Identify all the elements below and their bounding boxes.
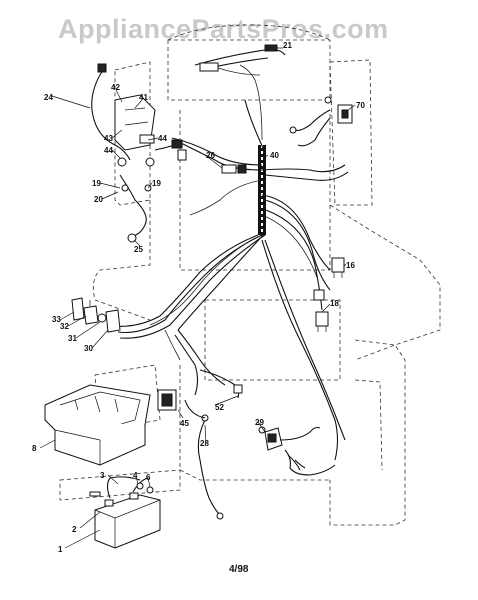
callout-44-left: 44	[104, 146, 113, 155]
callout-19-right: 19	[152, 179, 161, 188]
callout-31: 31	[68, 334, 77, 343]
switch-70	[289, 96, 353, 147]
callout-52: 52	[215, 403, 224, 412]
battery-tray	[44, 384, 151, 466]
left-switch-assembly	[91, 63, 183, 243]
chassis-outline	[59, 24, 441, 526]
switch-18	[313, 289, 329, 332]
callout-41: 41	[139, 93, 148, 102]
callout-4: 4	[133, 471, 138, 480]
connector-21	[194, 44, 286, 76]
watermark: AppliancePartsPros.com	[58, 14, 389, 44]
switch-16	[331, 257, 345, 278]
callout-2: 2	[72, 525, 77, 534]
callout-19-left: 19	[92, 179, 101, 188]
cable-28	[184, 399, 224, 520]
callout-labels: 24 42 41 43 44 44 19 19 20 25 21 70 26 4…	[32, 41, 365, 554]
leader-lines	[39, 47, 356, 549]
battery	[89, 476, 161, 549]
callout-44-right: 44	[158, 134, 167, 143]
main-harness	[114, 64, 349, 461]
ignition-switch	[71, 297, 121, 333]
callout-25: 25	[134, 245, 143, 254]
callout-26: 26	[206, 151, 215, 160]
callout-8: 8	[32, 444, 37, 453]
relay-29	[258, 426, 336, 476]
callout-43: 43	[104, 134, 113, 143]
callout-33: 33	[52, 315, 61, 324]
connector-26	[177, 149, 247, 174]
callout-28: 28	[200, 439, 209, 448]
callout-3: 3	[100, 471, 105, 480]
callout-29: 29	[255, 418, 264, 427]
callout-16: 16	[346, 261, 355, 270]
callout-32: 32	[60, 322, 69, 331]
callout-40: 40	[270, 151, 279, 160]
callout-42: 42	[111, 83, 120, 92]
callout-1: 1	[58, 545, 63, 554]
page-number: 4/98	[229, 564, 249, 575]
module-52	[157, 369, 243, 411]
callout-45: 45	[180, 419, 189, 428]
callout-24: 24	[44, 93, 53, 102]
callout-20: 20	[94, 195, 103, 204]
callout-18: 18	[330, 299, 339, 308]
callout-21: 21	[283, 41, 292, 50]
callout-30: 30	[84, 344, 93, 353]
callout-6: 6	[146, 473, 151, 482]
callout-70: 70	[356, 101, 365, 110]
